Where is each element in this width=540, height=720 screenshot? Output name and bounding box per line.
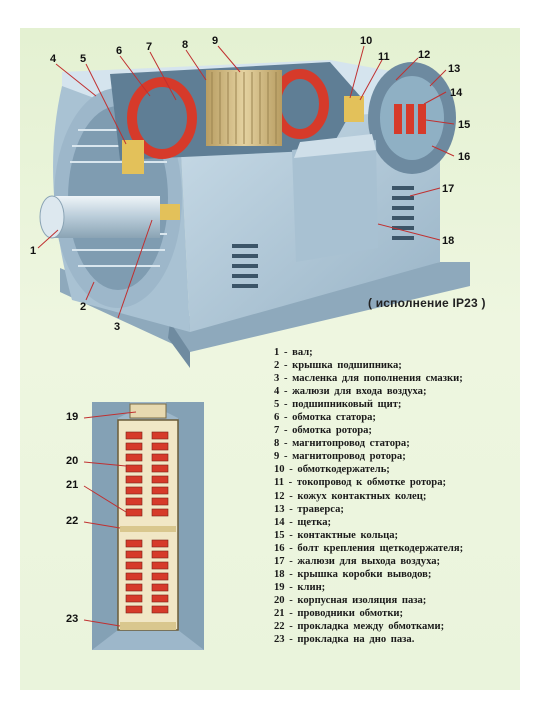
parts-legend: 1 - вал; 2 - крышка подшипника;3 - маслен… xyxy=(274,346,520,646)
callout-16: 16 xyxy=(458,151,470,163)
winding-conductors xyxy=(125,431,169,614)
callout-17: 17 xyxy=(442,183,454,195)
legend-item: 9 - магнитопровод ротора; xyxy=(274,451,406,463)
legend-item: 3 - масленка для пополнения смазки; xyxy=(274,373,463,385)
bearing-bracket xyxy=(122,140,144,174)
legend-item: 7 - обмотка ротора; xyxy=(274,425,372,437)
callout-labels: 1 2 3 4 5 6 7 8 9 10 11 12 13 14 15 16 1… xyxy=(30,35,470,625)
interlayer-spacer xyxy=(120,526,176,532)
terminal-box-top xyxy=(294,134,376,158)
shaft xyxy=(50,196,160,238)
legend-item: 5 - подшипниковый щит; xyxy=(274,399,402,411)
winding-holder xyxy=(344,96,364,122)
legend-item: 18 - крышка коробки выводов; xyxy=(274,568,432,580)
legend-item: 19 - клин; xyxy=(274,581,326,593)
callout-6: 6 xyxy=(116,45,122,57)
callout-19: 19 xyxy=(66,411,78,423)
motor-housing xyxy=(39,60,470,368)
air-outlet-louvre xyxy=(232,186,414,288)
callout-13: 13 xyxy=(448,63,460,75)
tooth-right xyxy=(166,402,204,650)
callout-1: 1 xyxy=(30,245,36,257)
leader-lines xyxy=(37,45,455,627)
legend-item: 2 - крышка подшипника; xyxy=(274,360,402,372)
bottom-strip xyxy=(120,622,176,630)
callout-18: 18 xyxy=(442,235,454,247)
legend-item: 23 - прокладка на дно паза. xyxy=(274,634,415,646)
callout-14: 14 xyxy=(450,87,463,99)
stator-winding-left xyxy=(127,77,197,159)
legend-item: 16 - болт крепления щеткодержателя; xyxy=(274,542,464,554)
callout-4: 4 xyxy=(50,53,57,65)
callout-9: 9 xyxy=(212,35,218,47)
legend-item: 10 - обмоткодержатель; xyxy=(274,464,390,476)
legend-item: 13 - траверса; xyxy=(274,503,344,515)
callout-11: 11 xyxy=(378,51,390,63)
callout-22: 22 xyxy=(66,515,78,527)
foot-left xyxy=(168,322,190,368)
slot-wedge xyxy=(129,403,167,419)
callout-10: 10 xyxy=(360,35,372,47)
callout-7: 7 xyxy=(146,41,152,53)
callout-3: 3 xyxy=(114,321,120,333)
callout-20: 20 xyxy=(66,455,78,467)
legend-item: 8 - магнитопровод статора; xyxy=(274,438,410,450)
legend-item: 11 - токопровод к обмотке ротора; xyxy=(274,477,447,489)
callout-21: 21 xyxy=(66,479,78,491)
callout-12: 12 xyxy=(418,49,430,61)
legend-item: 21 - проводники обмотки; xyxy=(274,607,404,619)
legend-item: 12 - кожух контактных колец; xyxy=(274,490,427,502)
slip-rings xyxy=(394,104,426,134)
callout-8: 8 xyxy=(182,39,188,51)
terminal-box-cover xyxy=(292,140,378,262)
legend-item: 1 - вал; xyxy=(274,347,313,358)
callout-15: 15 xyxy=(458,119,470,131)
stator-core-laminations xyxy=(211,72,277,144)
callout-2: 2 xyxy=(80,301,86,313)
callout-5: 5 xyxy=(80,53,86,65)
callout-23: 23 xyxy=(66,613,78,625)
legend-item: 15 - контактные кольца; xyxy=(274,529,399,541)
enclosure-caption: ( исполнение IP23 ) xyxy=(368,296,486,310)
legend-item: 17 - жалюзи для выхода воздуха; xyxy=(274,555,441,567)
shaft-end xyxy=(39,195,65,239)
legend-item: 6 - обмотка статора; xyxy=(274,412,376,424)
legend-item: 22 - прокладка между обмотками; xyxy=(274,620,445,632)
legend-item: 14 - щетка; xyxy=(274,516,332,528)
legend-item: 20 - корпусная изоляция паза; xyxy=(274,594,427,606)
legend-item: 4 - жалюзи для входа воздуха; xyxy=(274,386,427,398)
